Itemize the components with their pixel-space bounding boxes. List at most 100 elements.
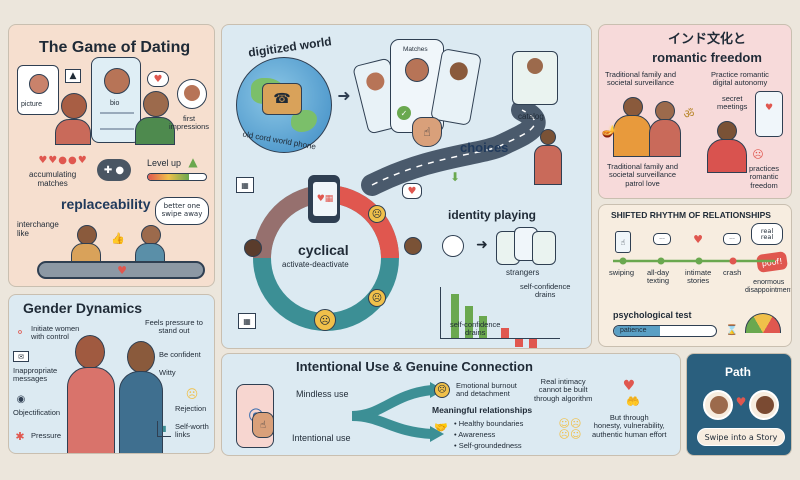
telephone-icon: ☎ [262,83,302,115]
conveyor-belt [37,261,205,279]
bio-lines [100,112,134,130]
real-label: real real [760,226,774,241]
elder-avatar [623,97,643,117]
panel-title: Path [725,365,752,379]
woman-figure [67,367,115,453]
panel-title: SHIFTED RHYTHM OF RELATIONSHIPS [611,210,771,220]
emoji-cluster-icon: ☺☹☹☺ [558,417,582,441]
arrow-up-icon: ▲ [188,155,198,169]
confidence-bar-chart [440,287,560,348]
bullet-item: • Self-groundedness [454,441,522,450]
heart-icon: ♥ [735,395,747,409]
woman-figure [55,119,91,145]
user-icon [442,235,464,257]
intentional-label: Intentional use [292,433,351,443]
panel-game-of-dating: The Game of Dating picture ▲ bio ♥ first… [8,24,215,287]
profile-phone: bio [91,57,141,143]
elder-avatar [655,101,675,121]
thumbs-up-icon: 👍 [111,231,125,245]
gamepad-icon: ✚ ● [97,159,131,181]
rhythm-step: crash [723,268,742,277]
continent [291,110,317,132]
man-figure [534,145,562,185]
woman-avatar [77,225,97,245]
sad-face-icon: ☹ [368,205,386,223]
hourglass-icon: ⌛ [725,324,739,336]
self-confidence-label: self-confidence drains [450,320,501,338]
panel-digitized-world: digitized world ☎ old cord world phone ➜… [221,24,592,349]
identity-playing-label: identity playing [448,208,537,222]
woman-avatar [75,335,105,369]
level-progress-bar [147,173,207,181]
handshake-icon: 🤝 [434,420,448,434]
man-avatar [143,91,169,117]
cyclical-label: cyclical [298,242,349,258]
patience-fill [614,326,660,336]
avatar [184,85,200,101]
branch-arrows [351,382,444,442]
rejection-label: Rejection [175,404,207,413]
objectification-label: Objectification [13,408,61,417]
title-line-1: インド文化と [667,32,746,47]
level-progress-fill [148,174,189,180]
bullet-item: • Awareness [454,430,496,439]
patience-label: patience [620,327,647,334]
interchange-label: interchange like [17,220,59,238]
sad-face-icon: ☹ [752,147,764,161]
mindless-label: Mindless use [296,389,349,399]
chat-bubble-icon: ··· [723,233,741,245]
woman-avatar [61,93,87,119]
be-confident-label: Be confident [159,350,201,359]
psych-test-label: psychological test [613,310,692,320]
rhythm-step: enormous disappointment [745,279,792,294]
panel-title: Gender Dynamics [23,300,143,316]
pointing-hand-icon: ☝ [412,117,442,147]
catalog-label: catalog [518,112,544,121]
man-figure [135,117,175,145]
first-impression-badge [177,79,207,109]
man-figure [119,371,163,453]
arrow-right-icon: ➜ [337,85,351,105]
witty-label: Witty [159,368,176,377]
bar [451,294,459,338]
chat-bubble-icon: ··· [653,233,671,245]
bullet-item: • Healthy boundaries [454,419,524,428]
real-intimacy-label: Real intimacy cannot be built through al… [534,377,593,403]
first-impressions-label: first impressions [169,114,210,132]
elder-figure [613,115,651,157]
bar [529,339,537,348]
pointing-hand-icon: ☝ [252,412,274,438]
check-icon: ✓ [397,106,411,120]
man-avatar [540,129,556,145]
tired-face-icon: ☹ [434,382,450,398]
sad-face-icon: ☹ [368,289,386,307]
man-avatar [127,341,155,373]
woman-avatar [749,390,779,420]
swipe-story-label: Swipe into a Story [704,432,778,442]
woman-avatar [244,239,262,257]
man-avatar [717,121,737,141]
panel-title: The Game of Dating [39,39,191,56]
cycle-phone: ♥▦ [308,175,340,223]
burnout-label: Emotional burnout and detachment [456,381,517,399]
stranger-card [532,231,556,265]
heart-bubble-icon: ♥ [147,71,169,87]
avatar [104,68,130,94]
swipe-phone-icon: ☝ [615,231,631,253]
level-up-label: Level up [147,158,182,168]
arrow-right-icon: ➜ [476,237,488,253]
heart-bubble-icon: ♥ [402,183,422,199]
lock-icon: ⚬ [15,325,25,339]
inappropriate-label: Inappropriate messages [13,366,58,384]
heart-icon: ♥ [622,378,636,394]
match-icons: ♥♥●●♥ [38,154,88,166]
om-icon: ॐ [683,106,695,121]
lamp-icon: 🪔 [601,124,617,138]
pressure-icon: ✱ [15,429,25,443]
title-line-2: romantic freedom [652,50,762,65]
meaningful-label: Meaningful relationships [432,405,533,415]
swipe-story-button[interactable]: Swipe into a Story [697,428,785,446]
pressure-label: Pressure [31,431,62,440]
bio-label: bio [110,100,120,107]
panel-indian-culture: インド文化と romantic freedom Traditional fami… [598,24,792,199]
